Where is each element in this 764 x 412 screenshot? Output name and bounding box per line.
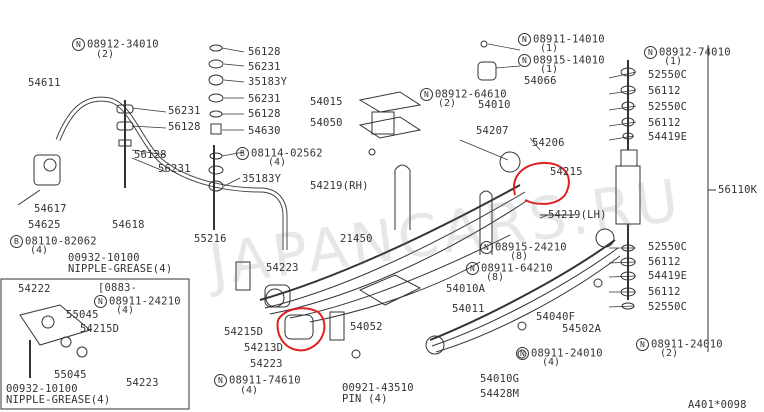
inset-label-nipple-grease: NIPPLE-GREASE(4) bbox=[6, 394, 111, 406]
inset-frame bbox=[0, 278, 190, 410]
inset-label-54223: 54223 bbox=[126, 377, 159, 389]
highlight-54215 bbox=[513, 161, 570, 205]
label-54066: 54066 bbox=[524, 75, 557, 87]
label-00921-43510: 00921-43510 bbox=[342, 382, 414, 394]
qty: (4) bbox=[542, 357, 561, 368]
qty: (8) bbox=[486, 272, 505, 283]
qty: (1) bbox=[540, 43, 559, 54]
label-54215: 54215 bbox=[550, 166, 583, 178]
label-54040F: 54040F bbox=[536, 311, 576, 323]
inset-label-54222: 54222 bbox=[18, 283, 51, 295]
label-54502A: 54502A bbox=[562, 323, 602, 335]
label-56128: 56128 bbox=[248, 46, 281, 58]
qty: (4) bbox=[268, 157, 287, 168]
label-54207: 54207 bbox=[476, 125, 509, 137]
label-54219RH: 54219(RH) bbox=[310, 180, 369, 192]
label-54625: 54625 bbox=[28, 219, 61, 231]
inset-label-55045: 55045 bbox=[66, 309, 99, 321]
label-54219LH: 54219(LH) bbox=[548, 209, 607, 221]
label-54223: 54223 bbox=[266, 262, 299, 274]
label-35183Y: 35183Y bbox=[248, 76, 288, 88]
label-56112: 56112 bbox=[648, 256, 681, 268]
label-56128: 56128 bbox=[168, 121, 201, 133]
label-56128: 56128 bbox=[248, 108, 281, 120]
label-56231: 56231 bbox=[158, 163, 191, 175]
label-52550C: 52550C bbox=[648, 301, 688, 313]
label-55216: 55216 bbox=[194, 233, 227, 245]
label-54050: 54050 bbox=[310, 117, 343, 129]
label-21450: 21450 bbox=[340, 233, 373, 245]
qty: (4) bbox=[240, 385, 259, 396]
highlight-54215D bbox=[276, 307, 326, 352]
label-54611: 54611 bbox=[28, 77, 61, 89]
qty: (8) bbox=[510, 251, 529, 262]
label-56112: 56112 bbox=[648, 286, 681, 298]
label-35183Y: 35183Y bbox=[242, 173, 282, 185]
label-54618: 54618 bbox=[112, 219, 145, 231]
inset-label-55045: 55045 bbox=[54, 369, 87, 381]
qty: (2) bbox=[96, 49, 115, 60]
label-54206: 54206 bbox=[532, 137, 565, 149]
footer-code: A401*0098 bbox=[688, 399, 747, 411]
label-54617: 54617 bbox=[34, 203, 67, 215]
leaf-spring bbox=[259, 184, 521, 301]
qty: (4) bbox=[116, 305, 135, 316]
label-54630: 54630 bbox=[248, 125, 281, 137]
label-54419E: 54419E bbox=[648, 270, 688, 282]
label-54213D: 54213D bbox=[244, 342, 284, 354]
label-56112: 56112 bbox=[648, 85, 681, 97]
label-nipple-grease: NIPPLE-GREASE(4) bbox=[68, 263, 173, 275]
qty: (2) bbox=[438, 98, 457, 109]
label-54011: 54011 bbox=[452, 303, 485, 315]
label-54428M: 54428M bbox=[480, 388, 520, 400]
label-54419E: 54419E bbox=[648, 131, 688, 143]
qty: (4) bbox=[30, 245, 49, 256]
inset-range: [0883- bbox=[98, 282, 138, 294]
label-54223: 54223 bbox=[250, 358, 283, 370]
label-52550C: 52550C bbox=[648, 101, 688, 113]
qty: (1) bbox=[664, 56, 683, 67]
label-56231: 56231 bbox=[248, 61, 281, 73]
label-56110K: 56110K bbox=[718, 184, 758, 196]
label-52550C: 52550C bbox=[648, 241, 688, 253]
label-56128: 56128 bbox=[134, 149, 167, 161]
label-54052: 54052 bbox=[350, 321, 383, 333]
label-56231: 56231 bbox=[168, 105, 201, 117]
label-56231: 56231 bbox=[248, 93, 281, 105]
qty: (1) bbox=[540, 64, 559, 75]
label-54010: 54010 bbox=[478, 99, 511, 111]
inset-label-00932-10100: 00932-10100 bbox=[6, 383, 78, 395]
label-54010A: 54010A bbox=[446, 283, 486, 295]
label-pin: PIN (4) bbox=[342, 393, 388, 405]
label-54215D: 54215D bbox=[224, 326, 264, 338]
label-52550C: 52550C bbox=[648, 69, 688, 81]
label-00932-10100: 00932-10100 bbox=[68, 252, 140, 264]
label-54015: 54015 bbox=[310, 96, 343, 108]
inset-label-54215D: 54215D bbox=[80, 323, 120, 335]
label-56112: 56112 bbox=[648, 117, 681, 129]
qty: (2) bbox=[660, 348, 679, 359]
label-54010G: 54010G bbox=[480, 373, 520, 385]
